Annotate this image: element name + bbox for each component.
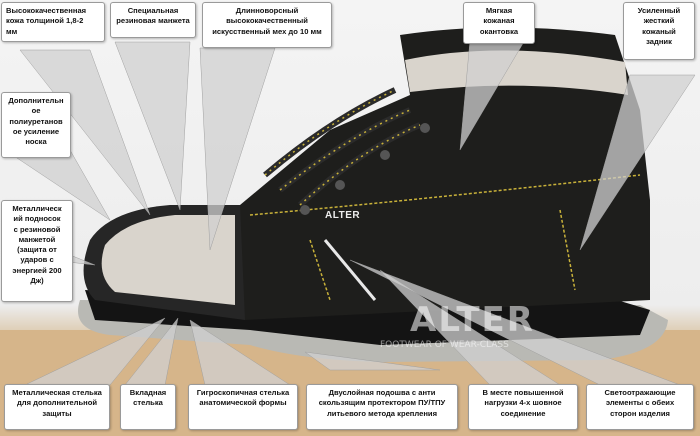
callout-insert-insole-text: Вкладная стелька: [129, 388, 167, 408]
callout-sole-text: Двуслойная подошва с анти скользящим про…: [318, 388, 446, 418]
callout-metal-insole: Металлическая стелька для дополнительной…: [4, 384, 110, 430]
callout-heel-back-text: Усиленный жесткий кожаный задник: [637, 6, 681, 46]
callout-toe-pu-text: Дополнительн ое полиуретанов ое усиление…: [8, 96, 64, 146]
callout-leather: Высококачественная кожа толщиной 1,8-2 м…: [1, 2, 105, 42]
callout-metal-insole-text: Металлическая стелька для дополнительной…: [12, 388, 102, 418]
fur-collar: [405, 50, 628, 95]
toe-fur: [101, 215, 236, 305]
callout-toe-pu: Дополнительн ое полиуретанов ое усиление…: [1, 92, 71, 158]
callout-seam-text: В месте повышенной нагрузки 4-х шовное с…: [482, 388, 564, 418]
callout-rubber-cuff-text: Специальная резиновая манжета: [116, 6, 190, 26]
callout-seam: В месте повышенной нагрузки 4-х шовное с…: [468, 384, 578, 430]
callout-fur-text: Длинноворсный высококачественный искусст…: [212, 6, 322, 36]
callout-sole: Двуслойная подошва с анти скользящим про…: [306, 384, 458, 430]
callout-heel-back: Усиленный жесткий кожаный задник: [623, 2, 695, 60]
reflective-stripe: [323, 239, 377, 301]
callout-soft-edge: Мягкая кожаная окантовка: [463, 2, 535, 44]
pointer-rubber-cuff: [114, 41, 191, 211]
callout-rubber-cuff: Специальная резиновая манжета: [110, 2, 196, 38]
callout-reflective: Светоотражающие элементы с обеих сторон …: [586, 384, 694, 430]
pointer-fur: [199, 47, 276, 251]
brand-logo: ALTER: [325, 210, 361, 221]
callout-insert-insole: Вкладная стелька: [120, 384, 176, 430]
callout-fur: Длинноворсный высококачественный искусст…: [202, 2, 332, 48]
pointer-sole: [304, 351, 441, 371]
boot-upper: [240, 27, 650, 320]
callout-metal-toecap: Металлическ ий подносок с резиновой манж…: [1, 200, 73, 302]
pointer-leather: [19, 49, 151, 216]
eyelet: [335, 180, 345, 190]
eyelet: [420, 123, 430, 133]
stitch-line-3: [309, 239, 331, 301]
stitch-line-2: [559, 209, 576, 291]
callout-hygro-insole-text: Гигроскопичная стелька анатомической фор…: [196, 388, 290, 408]
watermark-small: FOOTWEAR OF WEAR-CLASS: [380, 340, 509, 350]
watermark-big: ALTER: [410, 300, 535, 340]
stitch-line-1: [249, 174, 641, 216]
callout-leather-text: Высококачественная кожа толщиной 1,8-2 м…: [6, 6, 87, 36]
callout-metal-toecap-text: Металлическ ий подносок с резиновой манж…: [12, 204, 62, 285]
eyelet: [300, 205, 310, 215]
callout-hygro-insole: Гигроскопичная стелька анатомической фор…: [188, 384, 298, 430]
callout-reflective-text: Светоотражающие элементы с обеих сторон …: [604, 388, 676, 418]
eyelet: [380, 150, 390, 160]
laces-stripes: [264, 89, 421, 206]
pointer-heel: [579, 74, 696, 251]
callout-soft-edge-text: Мягкая кожаная окантовка: [479, 6, 519, 36]
